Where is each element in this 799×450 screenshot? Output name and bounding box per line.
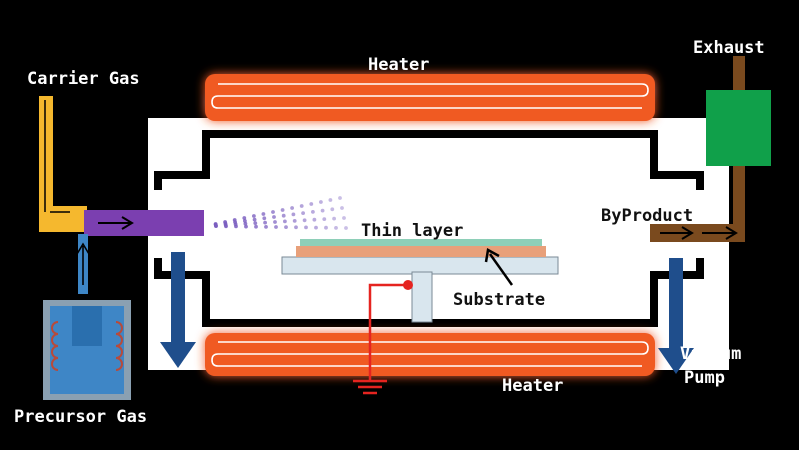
flow-arrow-right-icon xyxy=(98,216,134,230)
vacuum-arrow-left xyxy=(160,252,196,368)
gas-spray-dot xyxy=(280,208,285,212)
chamber-inner-wall-bottom xyxy=(154,258,704,327)
carrier-gas-pipe xyxy=(39,96,87,232)
gas-spray-dot xyxy=(243,221,248,226)
label-carrier-gas: Carrier Gas xyxy=(27,69,140,89)
gas-spray-dot xyxy=(271,210,275,214)
label-heater-top: Heater xyxy=(368,55,429,75)
gas-spray-dot xyxy=(301,211,305,216)
substrate-pointer-arrow xyxy=(484,248,514,286)
gas-spray-dot xyxy=(252,214,256,218)
gas-spray-dot xyxy=(261,212,266,216)
gas-spray-dot xyxy=(272,215,276,219)
heater-top xyxy=(205,74,655,121)
gas-spray-dot xyxy=(214,224,218,229)
gas-spray-dot xyxy=(304,225,308,230)
thin-layer-film xyxy=(300,239,542,246)
gas-spray-dot xyxy=(302,218,307,223)
ground-symbol-icon xyxy=(353,379,387,395)
gas-spray-dot xyxy=(322,217,327,222)
gas-spray-dot xyxy=(273,220,277,224)
gas-spray-dot xyxy=(324,225,328,230)
gas-spray-dot xyxy=(263,220,267,225)
gas-spray-dot xyxy=(292,219,297,223)
precursor-injector xyxy=(84,210,204,236)
tank-coil-left xyxy=(51,321,59,371)
gas-spray-dot xyxy=(299,204,304,208)
gas-spray-dot xyxy=(283,219,287,224)
label-exhaust: Exhaust xyxy=(693,38,765,58)
ground-connection xyxy=(353,280,413,395)
gas-spray-dot xyxy=(291,212,296,217)
exhaust-system xyxy=(650,56,771,242)
gas-spray-dot xyxy=(284,225,288,230)
exhaust-filter-box xyxy=(706,90,771,166)
substrate-stage xyxy=(281,239,559,323)
precursor-tank xyxy=(43,300,131,400)
substrate-stand xyxy=(411,271,433,323)
gas-spray-dot xyxy=(252,217,257,222)
substrate-holder xyxy=(281,256,559,275)
substrate-layer xyxy=(296,246,546,257)
label-thin-layer: Thin layer xyxy=(361,221,463,241)
gas-spray-dot xyxy=(314,225,318,230)
gas-spray-dot xyxy=(281,213,286,218)
label-substrate: Substrate xyxy=(453,290,545,310)
heater-top-coil xyxy=(211,83,649,109)
gas-spray-dot xyxy=(332,216,336,221)
gas-spray-dot xyxy=(311,210,315,214)
gas-spray xyxy=(213,196,348,230)
label-pump: Pump xyxy=(684,368,725,388)
gas-spray-dot xyxy=(274,225,278,229)
gas-spray-dot xyxy=(244,224,248,229)
label-byproduct: ByProduct xyxy=(601,206,693,226)
heater-bottom xyxy=(205,333,655,376)
byproduct-outlet-pipe xyxy=(650,224,745,242)
gas-spray-dot xyxy=(334,226,338,230)
gas-spray-dot xyxy=(254,224,258,229)
gas-spray-dot xyxy=(328,198,333,202)
gas-spray-dot xyxy=(242,216,247,220)
gas-spray-dot xyxy=(264,225,268,229)
gas-spray-dot xyxy=(309,202,314,206)
heater-bottom-coil xyxy=(211,341,649,367)
gas-spray-dot xyxy=(319,200,323,204)
gas-spray-dot xyxy=(342,216,346,220)
tank-coil-right xyxy=(115,321,123,371)
gas-spray-dot xyxy=(294,225,298,230)
gas-spray-dot xyxy=(344,226,348,230)
gas-spray-dot xyxy=(224,224,228,229)
vacuum-arrow-right xyxy=(658,258,694,374)
label-heater-bottom: Heater xyxy=(502,376,563,396)
gas-spray-dot xyxy=(253,221,258,226)
chamber-inner-wall-top xyxy=(154,130,704,190)
label-vacuum: Vacuum xyxy=(680,344,741,364)
gas-spray-dot xyxy=(312,217,317,222)
gas-spray-dot xyxy=(234,224,238,229)
byproduct-arrow-1-icon xyxy=(660,226,694,240)
gas-spray-dot xyxy=(320,208,325,213)
gas-spray-dot xyxy=(340,206,344,210)
gas-spray-dot xyxy=(243,219,247,223)
label-precursor-gas: Precursor Gas xyxy=(14,407,147,427)
gas-spray-dot xyxy=(262,216,267,221)
precursor-feed-line xyxy=(76,234,90,294)
flow-arrow-up-icon xyxy=(76,242,90,285)
gas-spray-dot xyxy=(338,196,342,200)
gas-spray-dot xyxy=(330,207,335,212)
gas-spray-dot xyxy=(290,206,294,210)
byproduct-arrow-2-icon xyxy=(702,226,738,240)
